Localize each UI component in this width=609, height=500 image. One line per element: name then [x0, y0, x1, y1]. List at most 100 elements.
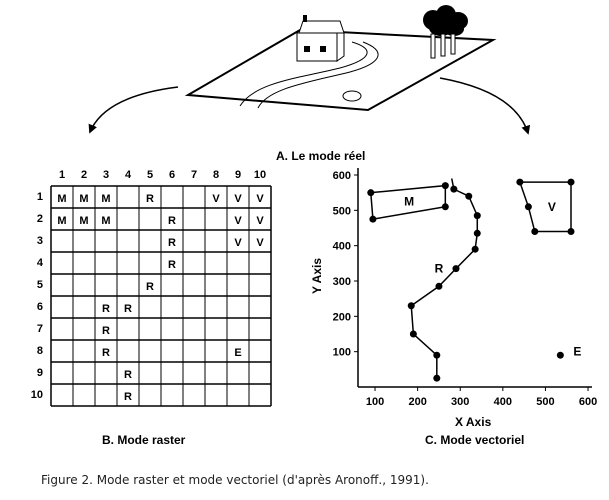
road-vertex: [435, 282, 443, 290]
vegetation-vertex: [531, 228, 539, 236]
raster-cell-value: R: [146, 193, 154, 205]
figure-caption: Figure 2. Mode raster et mode vectoriel …: [41, 473, 429, 487]
y-tick-label: 300: [333, 276, 351, 288]
raster-col-label: 7: [191, 169, 197, 181]
raster-cell-value: R: [168, 237, 176, 249]
raster-col-label: 5: [147, 169, 153, 181]
raster-col-label: 8: [213, 169, 219, 181]
x-tick-label: 300: [451, 396, 469, 408]
raster-cell-value: V: [256, 215, 264, 227]
raster-cell-value: M: [57, 215, 66, 227]
raster-cell-value: R: [146, 281, 154, 293]
road-outline-right: [257, 41, 379, 109]
raster-cell-value: R: [168, 215, 176, 227]
vegetation-polygon: [518, 181, 572, 233]
raster-col-label: 1: [59, 169, 65, 181]
road-outline-left: [239, 41, 368, 107]
house-icon: [296, 15, 345, 62]
x-tick-label: 500: [536, 396, 554, 408]
raster-cell-value: V: [234, 193, 242, 205]
vegetation-vertex: [524, 203, 532, 211]
road-vertex: [471, 245, 479, 253]
raster-cell-value: V: [234, 215, 242, 227]
raster-cell-value: M: [57, 193, 66, 205]
house-label: M: [404, 195, 414, 209]
arrow-right: [439, 77, 531, 135]
raster-cell-value: V: [256, 193, 264, 205]
vegetation-vertex: [567, 228, 575, 236]
raster-cell-value: V: [212, 193, 220, 205]
raster-col-label: 10: [254, 169, 266, 181]
road-vertex: [473, 212, 481, 220]
vegetation-vertex: [567, 178, 575, 186]
house-vertex: [441, 203, 449, 211]
raster-row-label: 7: [37, 323, 43, 335]
raster-cell-value: V: [234, 237, 242, 249]
raster-title: B. Mode raster: [102, 433, 186, 447]
road-vertex: [433, 374, 441, 382]
x-tick-label: 100: [366, 396, 384, 408]
land-parcel: [184, 28, 497, 112]
raster-cell-value: R: [168, 259, 176, 271]
vector-title: C. Mode vectoriel: [425, 433, 524, 447]
arrow-left: [88, 86, 179, 134]
raster-row-label: 9: [37, 367, 43, 379]
raster-cell-value: M: [79, 193, 88, 205]
y-tick-label: 600: [333, 170, 351, 182]
road-label: R: [435, 262, 444, 276]
water-label: E: [573, 345, 581, 359]
raster-cell-value: M: [79, 215, 88, 227]
y-tick-label: 400: [333, 241, 351, 253]
raster-row-label: 4: [37, 257, 44, 269]
raster-col-label: 6: [169, 169, 175, 181]
raster-cell-value: R: [124, 369, 132, 381]
house-vertex: [367, 189, 375, 197]
x-tick-label: 200: [408, 396, 426, 408]
raster-cell-value: R: [102, 303, 110, 315]
raster-row-label: 10: [31, 389, 43, 401]
raster-col-label: 2: [81, 169, 87, 181]
raster-cell-value: R: [124, 391, 132, 403]
water-point: [556, 351, 564, 359]
real-world-illustration: [88, 5, 531, 135]
raster-cell-value: E: [234, 347, 241, 359]
raster-cell-value: R: [124, 303, 132, 315]
road-vertex: [450, 185, 458, 193]
raster-col-label: 4: [125, 169, 132, 181]
raster-col-label: 9: [235, 169, 241, 181]
raster-row-label: 2: [37, 213, 43, 225]
raster-cell-value: M: [101, 193, 110, 205]
road-vertex: [473, 229, 481, 237]
y-tick-label: 100: [333, 347, 351, 359]
raster-col-label: 3: [103, 169, 109, 181]
raster-row-label: 1: [37, 191, 43, 203]
vegetation-vertex: [516, 178, 524, 186]
x-axis-label: X Axis: [455, 415, 492, 429]
raster-cell-value: R: [102, 347, 110, 359]
vegetation-label: V: [548, 200, 556, 214]
y-tick-label: 500: [333, 205, 351, 217]
raster-row-label: 3: [37, 235, 43, 247]
x-tick-label: 400: [494, 396, 512, 408]
real-mode-title: A. Le mode réel: [276, 149, 365, 163]
raster-row-label: 6: [37, 301, 43, 313]
y-axis-label: Y Axis: [310, 258, 324, 294]
road-vertex: [409, 330, 417, 338]
raster-cell-value: R: [102, 325, 110, 337]
road-vertex: [433, 351, 441, 359]
trees-icon: [423, 5, 468, 59]
raster-cell-value: V: [256, 237, 264, 249]
road-vertex: [465, 192, 473, 200]
raster-cell-value: M: [101, 215, 110, 227]
raster-row-label: 5: [37, 279, 43, 291]
road-vertex: [407, 302, 415, 310]
house-vertex: [369, 215, 377, 223]
road-vertex: [452, 265, 460, 273]
house-vertex: [441, 182, 449, 190]
pond: [342, 90, 362, 102]
x-tick-label: 600: [579, 396, 597, 408]
y-tick-label: 200: [333, 311, 351, 323]
